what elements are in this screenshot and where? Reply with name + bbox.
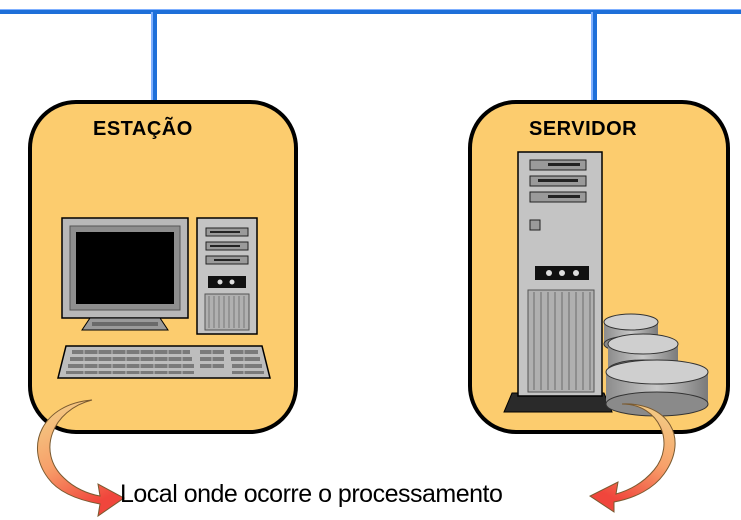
desktop-tower-icon: [196, 217, 258, 335]
caption: Local onde ocorre o processamento: [120, 480, 503, 508]
computer-monitor-icon: [61, 217, 189, 331]
curved-arrow-icon: [589, 403, 676, 513]
network-backbone: [0, 9, 741, 14]
disk-stack-icon: [603, 313, 709, 417]
server-title: SERVIDOR: [529, 118, 638, 140]
keyboard-icon: [57, 345, 271, 379]
station-title: ESTAÇÃO: [93, 118, 193, 140]
curved-arrow-icon: [37, 399, 125, 518]
server-tower-icon: [503, 151, 613, 413]
network-drop-station: [151, 12, 157, 102]
network-drop-server: [591, 12, 597, 102]
